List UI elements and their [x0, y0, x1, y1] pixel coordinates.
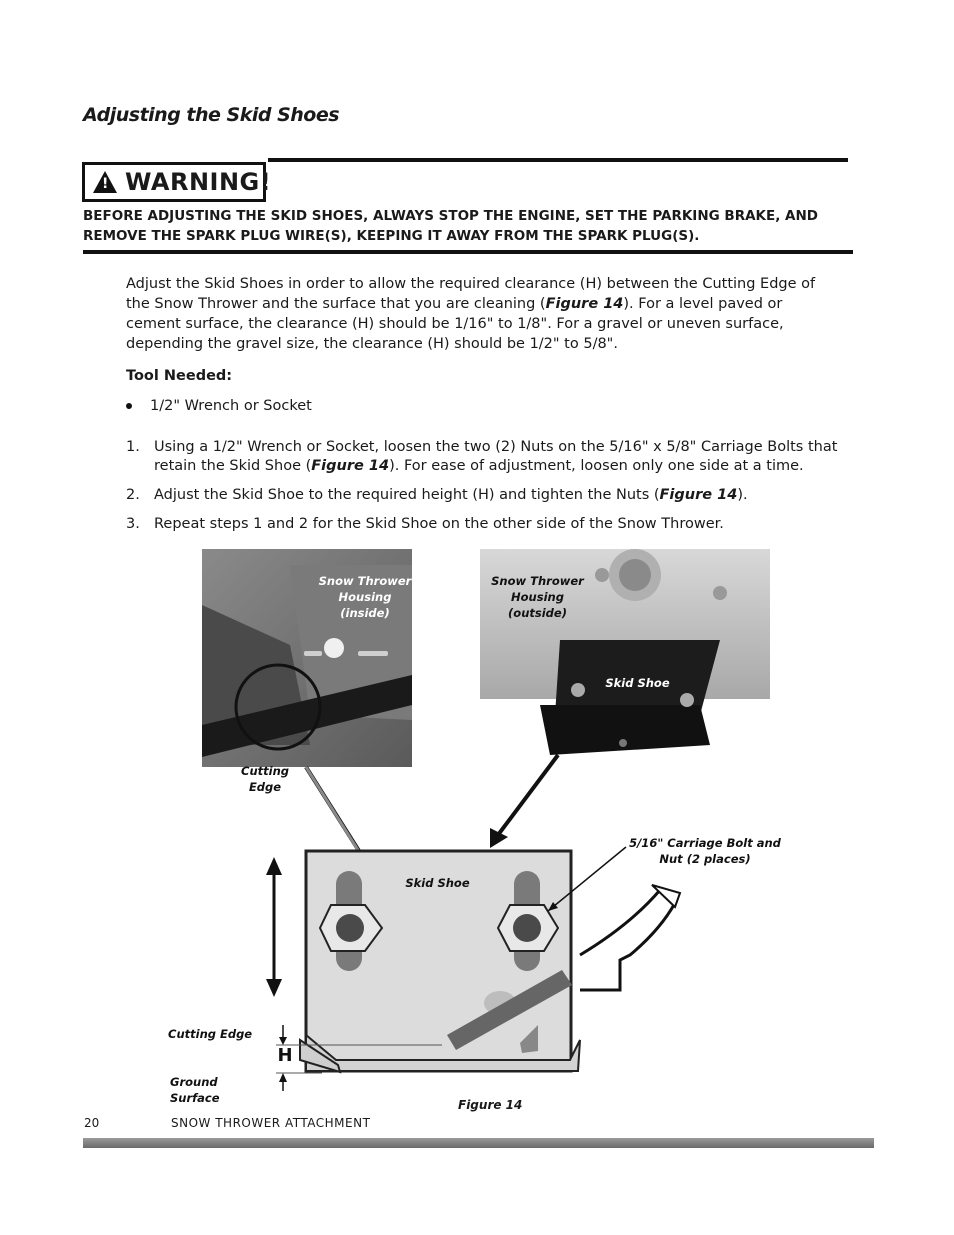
label-housing-outside: Snow Thrower Housing (outside): [491, 574, 584, 620]
figure-reference: Figure 14: [659, 487, 738, 503]
housing-outside-photo: [480, 549, 770, 755]
steps-list: 1. Using a 1/2" Wrench or Socket, loosen…: [126, 438, 841, 544]
section-title: Adjusting the Skid Shoes: [83, 104, 340, 126]
footer-bar: [83, 1138, 874, 1148]
tool-list-item: 1/2" Wrench or Socket: [126, 398, 312, 414]
label-h: H: [277, 1045, 293, 1066]
figure-reference: Figure 14: [545, 296, 624, 312]
label-carriage-bolt: 5/16" Carriage Bolt and Nut (2 places): [629, 836, 781, 866]
label-skid-shoe-photo: Skid Shoe: [605, 676, 670, 690]
figure-caption: Figure 14: [458, 1098, 523, 1112]
label-skid-shoe-diagram: Skid Shoe: [405, 876, 470, 890]
step-item: 1. Using a 1/2" Wrench or Socket, loosen…: [126, 439, 838, 474]
figure-illustration: [202, 549, 770, 1091]
warning-label: WARNING!: [125, 168, 272, 196]
intro-paragraph: Adjust the Skid Shoes in order to allow …: [126, 276, 816, 352]
figure-reference: Figure 14: [311, 458, 390, 474]
warning-text: BEFORE ADJUSTING THE SKID SHOES, ALWAYS …: [83, 208, 818, 244]
label-housing-inside: Snow Thrower Housing (inside): [318, 574, 412, 620]
label-cutting-edge-photo: Cutting Edge: [241, 764, 289, 794]
step-item: 2. Adjust the Skid Shoe to the required …: [126, 487, 748, 503]
tool-heading: Tool Needed:: [126, 368, 233, 384]
page-number: 20: [84, 1116, 100, 1130]
skid-shoe-diagram: [299, 849, 682, 1074]
label-cutting-edge: Cutting Edge: [168, 1027, 253, 1041]
label-ground-surface: Ground Surface: [170, 1075, 220, 1105]
footer-title: SNOW THROWER ATTACHMENT: [171, 1116, 371, 1130]
figure-14: Snow Thrower Housing (inside) Snow Throw…: [160, 545, 800, 1105]
bullet-icon: [126, 403, 132, 409]
warning-badge: ! WARNING!: [82, 162, 271, 202]
warning-bottom-rule: [83, 250, 853, 254]
housing-inside-photo: [202, 549, 412, 767]
warning-top-rule: [268, 158, 848, 162]
step-item: 3. Repeat steps 1 and 2 for the Skid Sho…: [126, 516, 724, 532]
warning-triangle-icon: !: [93, 171, 117, 193]
